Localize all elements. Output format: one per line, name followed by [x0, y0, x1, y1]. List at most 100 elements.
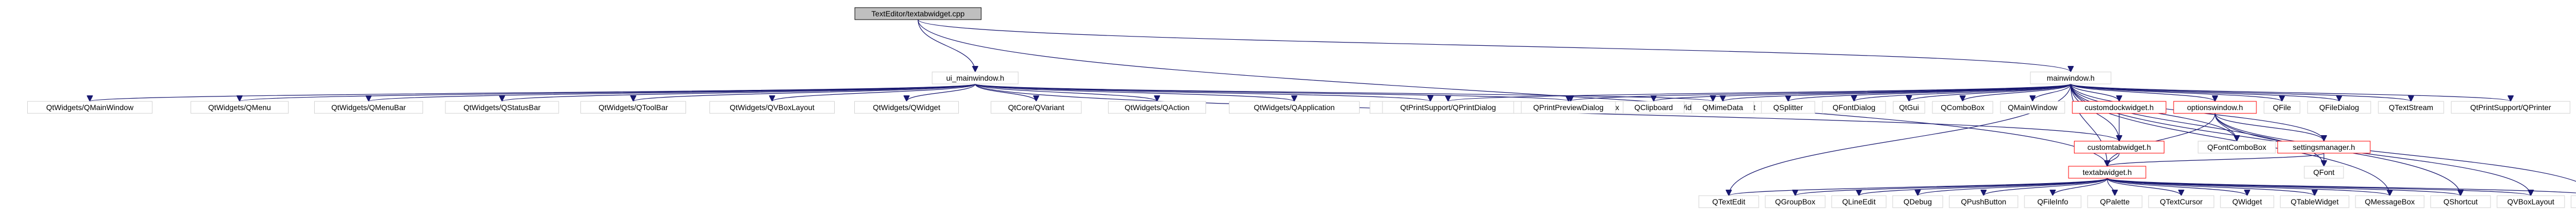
edge-ui_mainwindow-to-qstatusbar — [502, 83, 976, 102]
node-qstatusbar[interactable]: QtWidgets/QStatusBar — [445, 101, 559, 114]
node-qvboxlayout-a[interactable]: QtWidgets/QVBoxLayout — [709, 101, 835, 114]
node-qfont[interactable]: QFont — [2304, 166, 2344, 179]
node-qmimedata[interactable]: QMimeData — [1691, 101, 1754, 114]
edge-ui_mainwindow-to-qvariant — [975, 83, 1036, 102]
node-qgroupbox[interactable]: QGroupBox — [1765, 195, 1826, 208]
edge-mainwindow-to-qcombobox_b — [1963, 83, 2071, 102]
node-qmainwindow-a[interactable]: QtWidgets/QMainWindow — [27, 101, 152, 114]
node-root[interactable]: TextEditor/textabwidget.cpp — [854, 7, 982, 20]
node-qlineedit[interactable]: QLineEdit — [1831, 195, 1887, 208]
node-qprintpreviewdialog[interactable]: QPrintPreviewDialog — [1521, 101, 1616, 114]
node-label: QtCore/QVariant — [1008, 103, 1064, 112]
edge-mainwindow-to-qmainwindow_b — [2033, 83, 2071, 102]
node-box — [1932, 101, 1993, 114]
node-qwidget-a[interactable]: QtWidgets/QWidget — [854, 101, 959, 114]
edge-mainwindow-to-qtextedit — [1729, 83, 2071, 196]
edge-optionswindow-to-qvboxlayout_b — [2214, 113, 2531, 196]
node-qtextstream[interactable]: QTextStream — [2378, 101, 2444, 114]
edge-mainwindow-to-qmimedata — [1723, 83, 2071, 102]
node-label: QtPrintSupport/QPrintDialog — [1400, 103, 1496, 112]
node-qlabel[interactable]: QLabel — [2571, 195, 2576, 208]
node-box — [1382, 101, 1514, 114]
node-qpushbutton[interactable]: QPushButton — [1949, 195, 2018, 208]
node-qtextcursor[interactable]: QTextCursor — [2148, 195, 2214, 208]
node-qapplication[interactable]: QtWidgets/QApplication — [1229, 101, 1360, 114]
edge-ui_mainwindow-to-qaction — [975, 83, 1157, 102]
node-qfontdialog[interactable]: QFontDialog — [1822, 101, 1886, 114]
node-label: QPalette — [2100, 197, 2130, 206]
node-label: settingsmanager.h — [2293, 143, 2355, 152]
node-label: QTableWidget — [2291, 197, 2339, 206]
node-qcombobox-b[interactable]: QComboBox — [1932, 101, 1993, 114]
node-box — [2030, 71, 2112, 84]
node-label: QFileInfo — [2037, 197, 2069, 206]
edge-optionswindow-to-qlabel — [2214, 113, 2576, 182]
node-label: QVBoxLayout — [2507, 197, 2554, 206]
node-box — [2074, 141, 2164, 154]
node-label: QFileDialog — [2319, 103, 2359, 112]
edge-mainwindow-to-customdockwidget — [2070, 83, 2119, 102]
node-box — [2220, 195, 2274, 208]
node-qmessagebox[interactable]: QMessageBox — [2355, 195, 2425, 208]
edge-root-to-textabwidget — [917, 19, 2107, 166]
node-box — [990, 101, 1082, 114]
node-qfileinfo[interactable]: QFileInfo — [2024, 195, 2082, 208]
node-box — [854, 7, 982, 20]
node-box — [2000, 101, 2065, 114]
node-qaction[interactable]: QtWidgets/QAction — [1108, 101, 1206, 114]
node-qsplitter[interactable]: QSplitter — [1761, 101, 1815, 114]
node-qvboxlayout-b[interactable]: QVBoxLayout — [2497, 195, 2565, 208]
node-label: QFont — [2314, 168, 2335, 177]
edge-textabwidget-to-qtextedit — [1729, 178, 2108, 196]
node-qmenu[interactable]: QtWidgets/QMenu — [191, 101, 289, 114]
edge-textabwidget-to-qlabel — [2107, 178, 2576, 193]
node-label: QtWidgets/QToolBar — [598, 103, 668, 112]
node-qmainwindow-b[interactable]: QMainWindow — [2000, 101, 2065, 114]
node-optionswindow[interactable]: optionswindow.h — [2173, 101, 2257, 114]
node-customtabwidget[interactable]: customtabwidget.h — [2074, 141, 2164, 154]
node-label: QClipboard — [1635, 103, 1673, 112]
node-mainwindow[interactable]: mainwindow.h — [2030, 71, 2112, 84]
node-label: QtWidgets/QVBoxLayout — [730, 103, 815, 112]
edge-settingsmanager-to-textabwidget — [2107, 153, 2324, 167]
node-customdockwidget[interactable]: customdockwidget.h — [2072, 101, 2167, 114]
node-qshortcut[interactable]: QShortcut — [2430, 195, 2491, 208]
node-label: QtWidgets/QMenuBar — [332, 103, 406, 112]
node-qprintdialog[interactable]: QtPrintSupport/QPrintDialog — [1382, 101, 1514, 114]
edge-mainwindow-to-qfont — [2070, 83, 2324, 166]
node-settingsmanager[interactable]: settingsmanager.h — [2277, 141, 2371, 154]
edge-textabwidget-to-qshortcut — [2107, 178, 2461, 196]
node-qvariant[interactable]: QtCore/QVariant — [990, 101, 1082, 114]
node-qgui[interactable]: QtGui — [1893, 101, 1925, 114]
node-qwidget-b[interactable]: QWidget — [2220, 195, 2274, 208]
node-qpalette[interactable]: QPalette — [2087, 195, 2143, 208]
edge-mainwindow-to-qfile — [2070, 83, 2282, 102]
node-box — [2198, 141, 2276, 154]
edge-textabwidget-to-qdebug — [1918, 178, 2108, 196]
node-qtextedit[interactable]: QTextEdit — [1698, 195, 1759, 208]
node-qfile[interactable]: QFile — [2263, 101, 2300, 114]
node-qclipboard[interactable]: QClipboard — [1623, 101, 1685, 114]
node-box — [2430, 195, 2491, 208]
node-qdebug[interactable]: QDebug — [1892, 195, 1943, 208]
node-box — [27, 101, 152, 114]
node-box — [1698, 195, 1759, 208]
node-box — [191, 101, 289, 114]
node-qprinter[interactable]: QtPrintSupport/QPrinter — [2451, 101, 2571, 114]
edge-ui_mainwindow-to-qhboxlayout — [975, 83, 1713, 102]
node-textabwidget[interactable]: textabwidget.h — [2068, 166, 2146, 179]
node-qtoolbar[interactable]: QtWidgets/QToolBar — [580, 101, 686, 114]
node-qtablewidget[interactable]: QTableWidget — [2280, 195, 2349, 208]
edge-optionswindow-to-settingsmanager — [2214, 113, 2324, 142]
node-label: textabwidget.h — [2083, 168, 2132, 177]
node-qfontcombobox-b[interactable]: QFontComboBox — [2198, 141, 2276, 154]
edge-ui_mainwindow-to-qmainwindow_a — [90, 83, 976, 102]
node-label: ui_mainwindow.h — [946, 74, 1005, 82]
node-qfiledialog[interactable]: QFileDialog — [2307, 101, 2371, 114]
node-label: QShortcut — [2443, 197, 2477, 206]
node-qmenubar[interactable]: QtWidgets/QMenuBar — [314, 101, 423, 114]
node-label: optionswindow.h — [2187, 103, 2243, 112]
node-label: QtWidgets/QMenu — [208, 103, 271, 112]
edge-textabwidget-to-qvboxlayout_b — [2107, 178, 2531, 196]
node-ui-mainwindow[interactable]: ui_mainwindow.h — [932, 71, 1019, 84]
